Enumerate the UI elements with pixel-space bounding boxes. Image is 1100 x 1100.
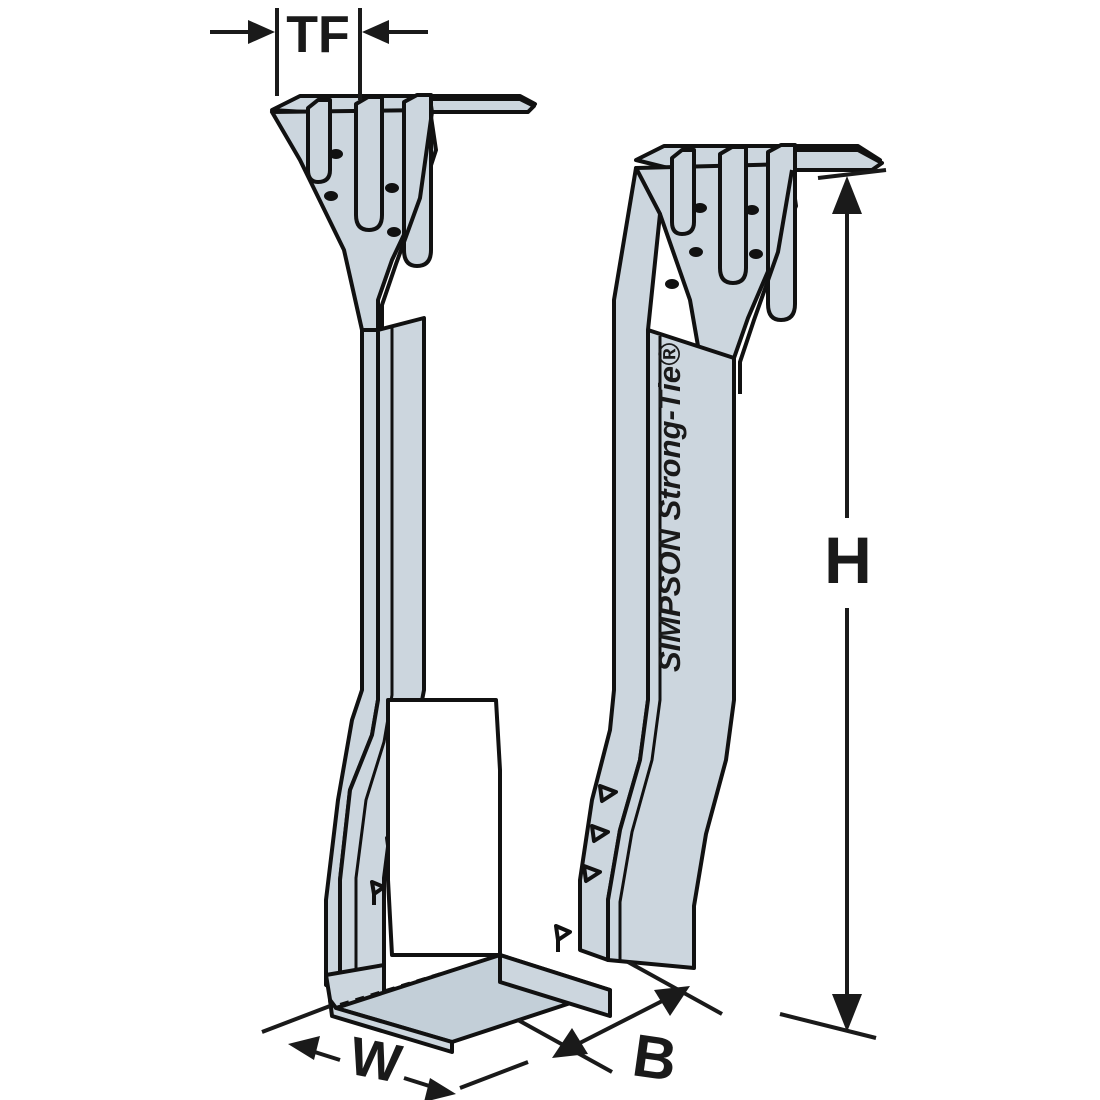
h-extension-bottom (779, 1012, 877, 1040)
left-strap-assembly (270, 93, 537, 1014)
b-line (569, 994, 673, 1050)
bottom-seat-assembly (328, 698, 612, 1054)
tf-arrow-right (362, 20, 389, 44)
dimension-H: H (779, 168, 887, 1040)
dimension-TF: TF (210, 6, 428, 100)
right-strap-crease (618, 336, 662, 962)
dimension-B: B (517, 960, 723, 1094)
w-extension-right (459, 1060, 529, 1090)
left-strap-crease (354, 326, 394, 970)
w-extension-left (261, 1004, 331, 1034)
left-triangle-marks (370, 760, 422, 905)
w-arrow-left (288, 1036, 320, 1060)
dimension-W: W (261, 1004, 529, 1100)
left-nail-holes (324, 149, 401, 237)
h-label: H (824, 523, 872, 597)
right-gusset-fold (738, 169, 794, 394)
b-label: B (629, 1022, 681, 1094)
right-strap-assembly: SIMPSON Strong-Tie® (554, 143, 884, 970)
tf-label: TF (286, 6, 350, 64)
w-arrow-right (424, 1078, 456, 1100)
brand-embossed-label: SIMPSON Strong-Tie® (652, 343, 687, 672)
seat-cavity (386, 698, 502, 957)
seat-right-wall (498, 953, 612, 1018)
left-gusset-fold (380, 111, 434, 333)
h-arrow-bottom (832, 994, 862, 1032)
b-arrow-upper-right (654, 986, 690, 1016)
w-label: W (345, 1026, 407, 1095)
seat-inner-edge (339, 954, 501, 1005)
b-arrow-lower-left (552, 1028, 588, 1058)
tf-arrow-left (248, 20, 275, 44)
left-flange-tongue (428, 97, 536, 114)
seat-front-lip (328, 998, 454, 1054)
h-extension-top (817, 168, 887, 180)
h-arrow-top (832, 176, 862, 214)
right-triangle-marks (554, 784, 618, 952)
